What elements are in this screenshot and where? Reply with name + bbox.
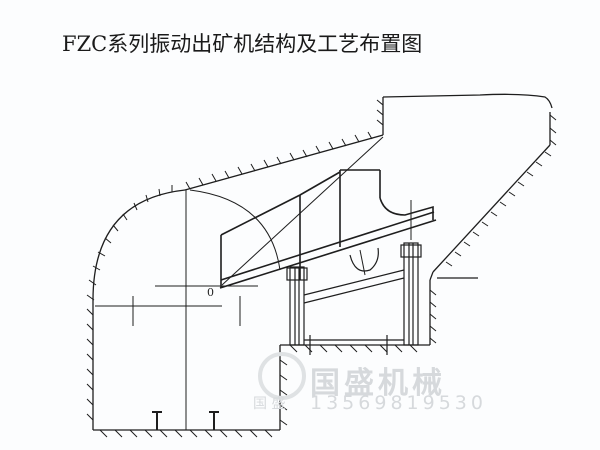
watermark-phone: 13569819530 <box>310 392 487 414</box>
origin-label: 0 <box>207 286 214 299</box>
vibrating-feeder <box>219 136 437 289</box>
diagram-title: FZC系列振动出矿机结构及工艺布置图 <box>62 32 423 56</box>
watermark-small-mark: 国 盛 <box>253 396 286 412</box>
watermark-company: 国盛机械 <box>310 366 446 401</box>
watermark-logo-icon <box>258 352 306 400</box>
tunnel-arch <box>92 189 186 430</box>
roof-slope <box>184 134 384 191</box>
